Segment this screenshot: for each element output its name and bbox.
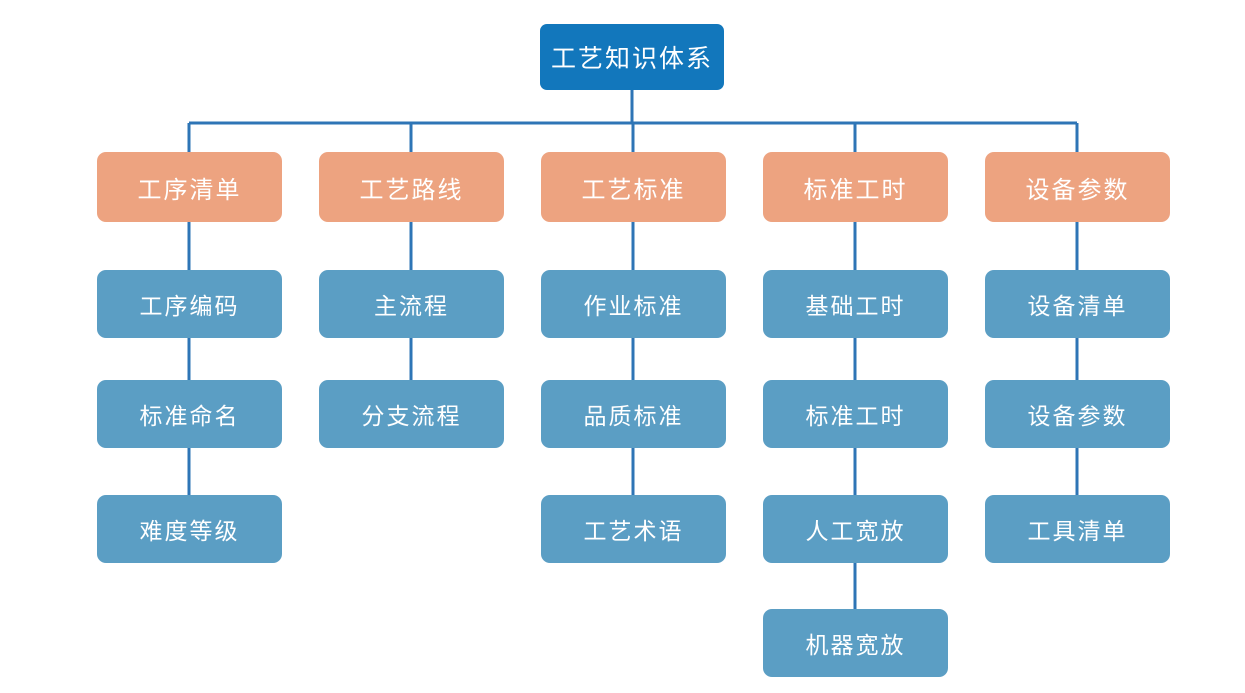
leaf-node-0-2[interactable]: 难度等级: [97, 495, 282, 563]
category-node-0[interactable]: 工序清单: [97, 152, 282, 222]
leaf-node-1-0[interactable]: 主流程: [319, 270, 504, 338]
leaf-node-3-3[interactable]: 机器宽放: [763, 609, 948, 677]
leaf-node-1-1[interactable]: 分支流程: [319, 380, 504, 448]
leaf-node-3-2[interactable]: 人工宽放: [763, 495, 948, 563]
leaf-node-3-0[interactable]: 基础工时: [763, 270, 948, 338]
leaf-node-2-2[interactable]: 工艺术语: [541, 495, 726, 563]
category-node-2[interactable]: 工艺标准: [541, 152, 726, 222]
category-node-1[interactable]: 工艺路线: [319, 152, 504, 222]
category-node-3[interactable]: 标准工时: [763, 152, 948, 222]
leaf-node-4-2[interactable]: 工具清单: [985, 495, 1170, 563]
leaf-node-4-0[interactable]: 设备清单: [985, 270, 1170, 338]
leaf-node-0-0[interactable]: 工序编码: [97, 270, 282, 338]
leaf-node-3-1[interactable]: 标准工时: [763, 380, 948, 448]
leaf-node-2-1[interactable]: 品质标准: [541, 380, 726, 448]
category-node-4[interactable]: 设备参数: [985, 152, 1170, 222]
leaf-node-0-1[interactable]: 标准命名: [97, 380, 282, 448]
leaf-node-4-1[interactable]: 设备参数: [985, 380, 1170, 448]
root-node[interactable]: 工艺知识体系: [540, 24, 724, 90]
leaf-node-2-0[interactable]: 作业标准: [541, 270, 726, 338]
